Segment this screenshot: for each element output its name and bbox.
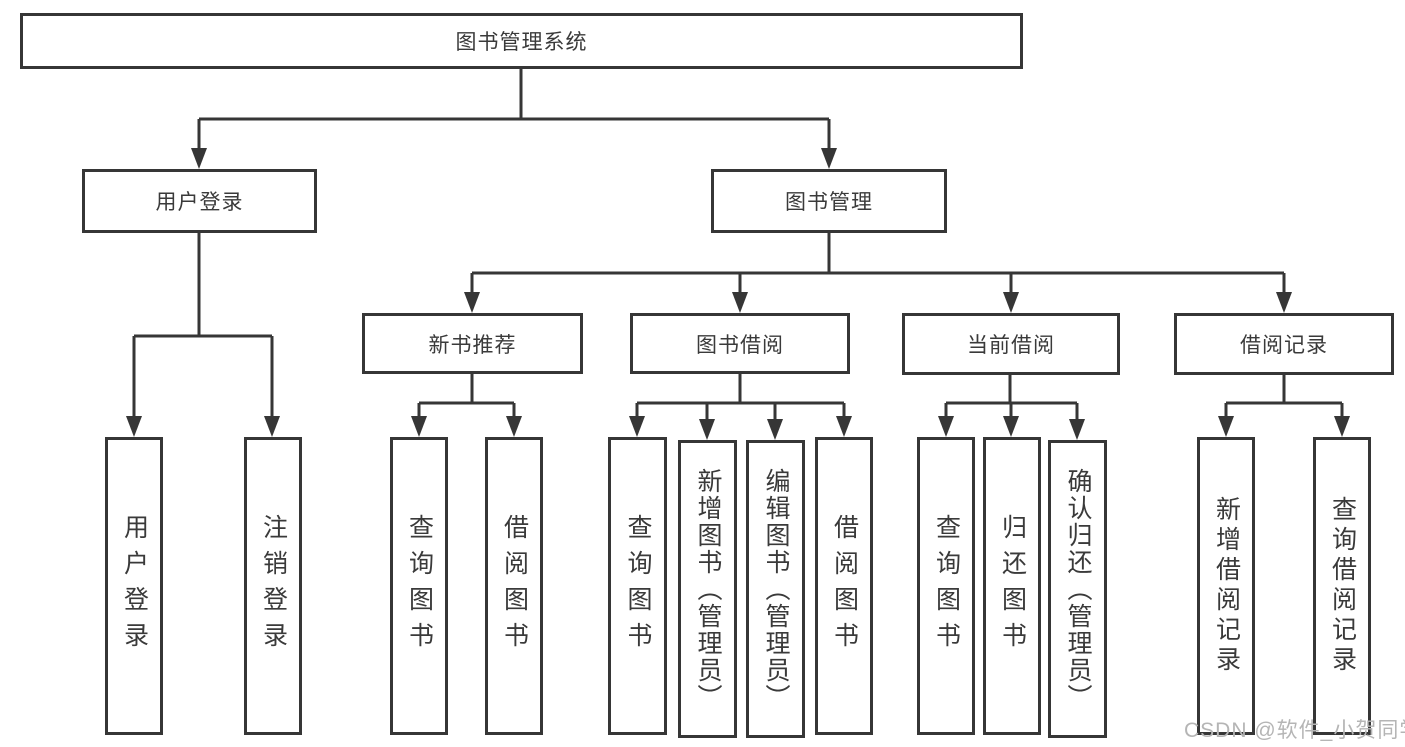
leaf-recommend-borrow-books-label: 借阅图书 bbox=[500, 514, 529, 658]
node-new-book-recommend: 新书推荐 bbox=[362, 313, 583, 374]
leaf-add-borrow-record-label: 新增借阅记录 bbox=[1212, 496, 1241, 676]
leaf-edit-books-admin: 编辑图书（管理员） bbox=[746, 440, 805, 738]
leaf-edit-books-admin-label: 编辑图书（管理员） bbox=[762, 467, 790, 711]
leaf-borrow-borrow-books-label: 借阅图书 bbox=[830, 514, 859, 658]
node-book-management: 图书管理 bbox=[711, 169, 947, 233]
leaf-current-query-books: 查询图书 bbox=[917, 437, 975, 735]
leaf-borrow-borrow-books: 借阅图书 bbox=[815, 437, 873, 735]
leaf-recommend-borrow-books: 借阅图书 bbox=[485, 437, 543, 735]
node-current-borrow: 当前借阅 bbox=[902, 313, 1120, 375]
leaf-user-login-label: 用户登录 bbox=[120, 514, 149, 658]
node-library-management-system: 图书管理系统 bbox=[20, 13, 1023, 69]
leaf-recommend-query-books: 查询图书 bbox=[390, 437, 448, 735]
leaf-return-books-label: 归还图书 bbox=[998, 514, 1027, 658]
node-user-login: 用户登录 bbox=[82, 169, 317, 233]
leaf-add-books-admin: 新增图书（管理员） bbox=[678, 440, 737, 738]
leaf-logout-label: 注销登录 bbox=[259, 514, 288, 658]
leaf-logout: 注销登录 bbox=[244, 437, 302, 735]
leaf-confirm-return-admin-label: 确认归还（管理员） bbox=[1064, 467, 1092, 711]
leaf-add-borrow-record: 新增借阅记录 bbox=[1197, 437, 1255, 735]
leaf-confirm-return-admin: 确认归还（管理员） bbox=[1048, 440, 1107, 738]
csdn-watermark: CSDN @软件_小贺同学 bbox=[1184, 719, 1405, 742]
leaf-add-books-admin-label: 新增图书（管理员） bbox=[694, 467, 722, 711]
leaf-return-books: 归还图书 bbox=[983, 437, 1041, 735]
leaf-current-query-books-label: 查询图书 bbox=[932, 514, 961, 658]
leaf-user-login: 用户登录 bbox=[105, 437, 163, 735]
node-borrow-records: 借阅记录 bbox=[1174, 313, 1394, 375]
node-book-borrow: 图书借阅 bbox=[630, 313, 850, 374]
leaf-borrow-query-books: 查询图书 bbox=[608, 437, 667, 735]
leaf-query-borrow-record-label: 查询借阅记录 bbox=[1328, 496, 1357, 676]
leaf-query-borrow-record: 查询借阅记录 bbox=[1313, 437, 1371, 735]
leaf-recommend-query-books-label: 查询图书 bbox=[405, 514, 434, 658]
leaf-borrow-query-books-label: 查询图书 bbox=[624, 514, 652, 658]
